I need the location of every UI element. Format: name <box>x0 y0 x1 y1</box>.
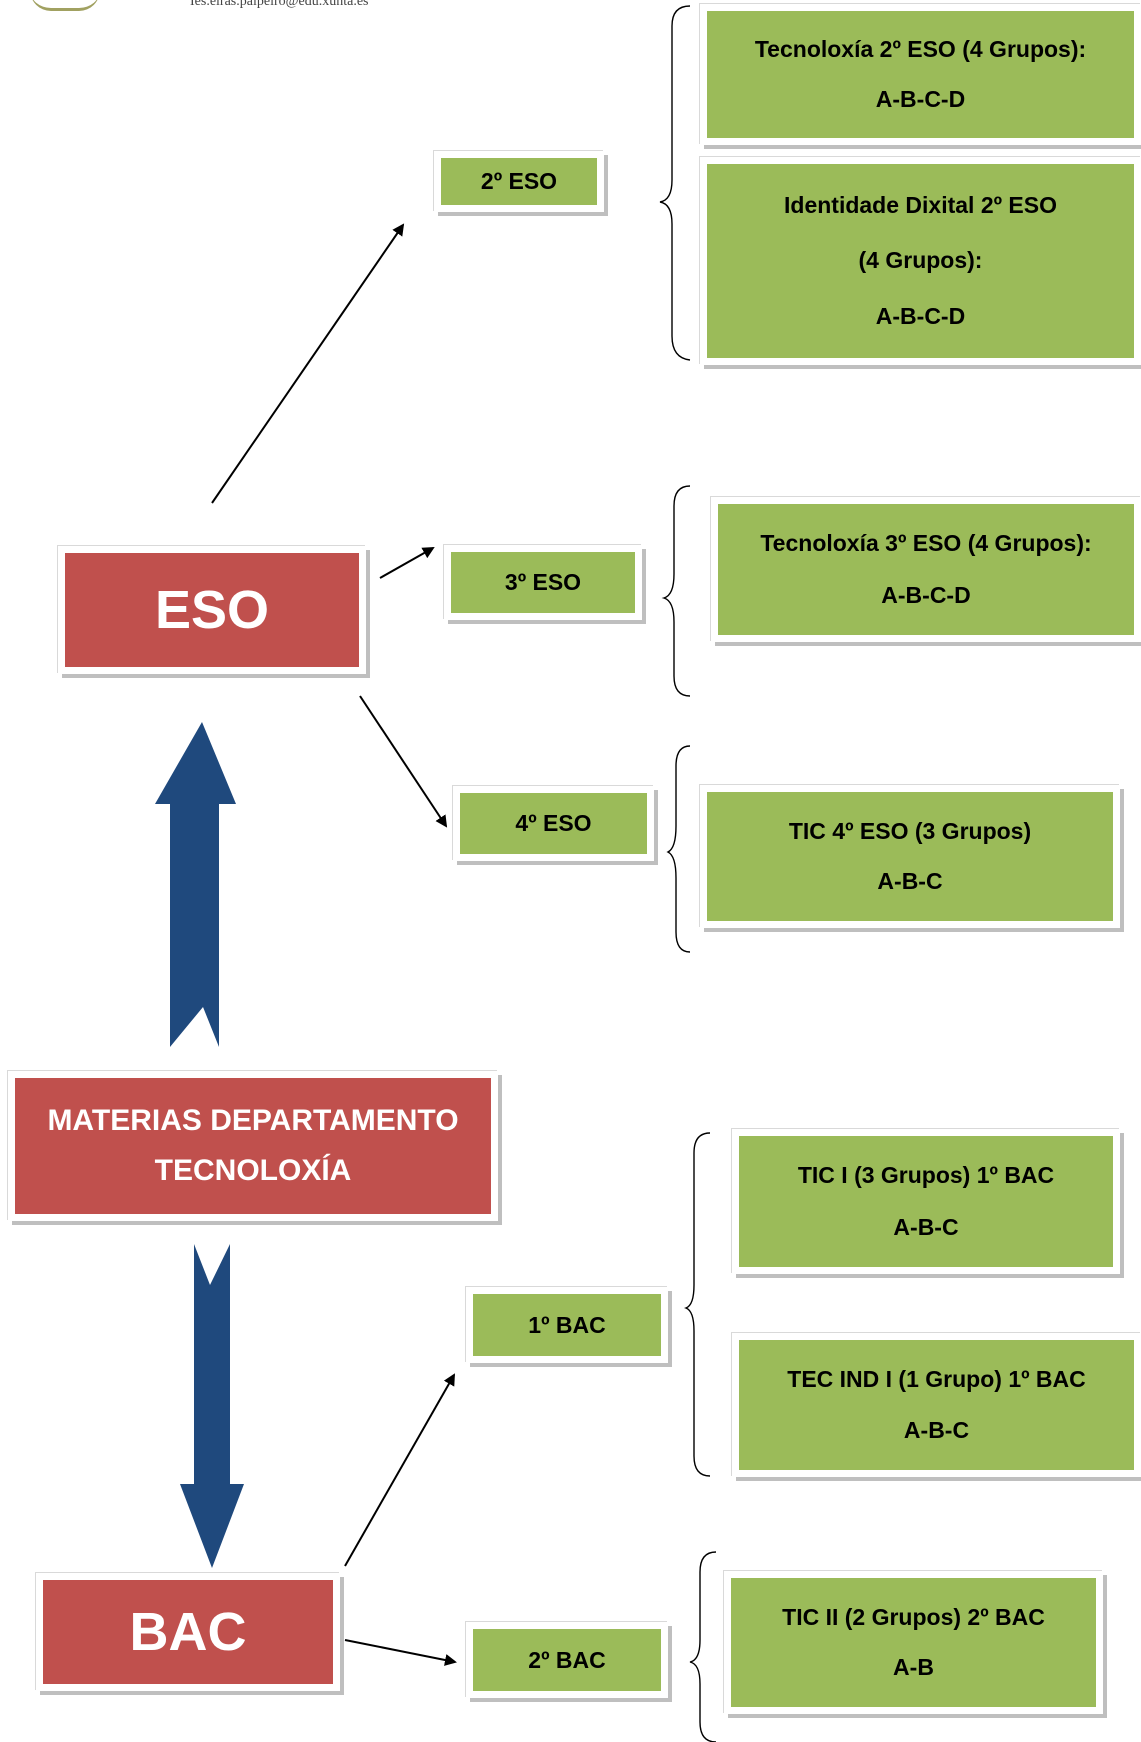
subject-line: TEC IND I (1 Grupo) 1º BAC <box>787 1366 1086 1392</box>
arrow-eso-to-4eso <box>359 695 448 828</box>
level-1bac: 1º BAC <box>466 1287 668 1363</box>
subject-line: A-B-C-D <box>875 302 966 329</box>
level-4eso: 4º ESO <box>453 786 654 861</box>
subject-tecnoloxia-2eso: Tecnoloxía 2º ESO (4 Grupos): A-B-C-D <box>700 4 1141 145</box>
subject-tic-4eso: TIC 4º ESO (3 Grupos) A-B-C <box>700 785 1120 928</box>
root-title-line-1: MATERIAS DEPARTAMENTO <box>47 1104 459 1137</box>
big-arrow-down <box>180 1244 244 1568</box>
level-2bac: 2º BAC <box>466 1622 668 1698</box>
level-2eso-label: 2º ESO <box>480 168 558 194</box>
subject-line: A-B-C <box>877 868 943 895</box>
subject-line: Tecnoloxía 3º ESO (4 Grupos): <box>760 530 1092 557</box>
school-logo <box>30 0 100 11</box>
root-box: MATERIAS DEPARTAMENTO TECNOLOXÍA <box>8 1071 498 1221</box>
subject-line: A-B-C-D <box>881 581 971 608</box>
arrow-bac-to-1bac <box>344 1373 455 1567</box>
brace-3eso <box>661 485 691 697</box>
level-3eso: 3º ESO <box>444 545 642 620</box>
subject-line: A-B <box>893 1654 934 1681</box>
brace-4eso <box>666 745 691 953</box>
bac-box: BAC <box>36 1573 340 1691</box>
page-header: Ies.eiras.paipeiro@edu.xunta.es <box>0 0 500 14</box>
header-contact: Ies.eiras.paipeiro@edu.xunta.es <box>190 0 369 9</box>
level-2bac-label: 2º BAC <box>528 1646 606 1673</box>
subject-line: TIC II (2 Grupos) 2º BAC <box>782 1603 1045 1630</box>
subject-tec-ind-i-1bac: TEC IND I (1 Grupo) 1º BAC A-B-C <box>732 1333 1141 1477</box>
arrow-bac-to-2bac <box>344 1639 457 1666</box>
level-1bac-label: 1º BAC <box>528 1311 606 1338</box>
subject-tic-i-1bac: TIC I (3 Grupos) 1º BAC A-B-C <box>732 1129 1120 1274</box>
bac-label: BAC <box>129 1602 247 1662</box>
arrow-eso-to-3eso <box>379 547 435 579</box>
subject-tic-ii-2bac: TIC II (2 Grupos) 2º BAC A-B <box>724 1571 1103 1714</box>
level-2eso: 2º ESO <box>434 151 604 212</box>
level-4eso-label: 4º ESO <box>515 810 592 836</box>
brace-2eso <box>659 5 691 361</box>
subject-line: A-B-C <box>893 1213 959 1240</box>
subject-line: Identidade Dixital 2º ESO <box>784 192 1057 219</box>
subject-line: A-B-C-D <box>875 85 966 112</box>
subject-tecnoloxia-3eso: Tecnoloxía 3º ESO (4 Grupos): A-B-C-D <box>711 497 1141 642</box>
brace-2bac <box>689 1551 717 1742</box>
subject-line: TIC I (3 Grupos) 1º BAC <box>797 1162 1055 1189</box>
subject-line: TIC 4º ESO (3 Grupos) <box>788 817 1032 844</box>
subject-line: (4 Grupos): <box>858 247 983 274</box>
big-arrow-up <box>155 722 236 1047</box>
eso-box: ESO <box>58 546 366 674</box>
subject-identidade-dixital-2eso: Identidade Dixital 2º ESO (4 Grupos): A-… <box>700 157 1141 365</box>
subject-line: A-B-C <box>903 1417 970 1443</box>
root-title-line-2: TECNOLOXÍA <box>154 1154 352 1187</box>
eso-label: ESO <box>154 580 270 640</box>
subject-line: Tecnoloxía 2º ESO (4 Grupos): <box>754 36 1087 63</box>
brace-1bac <box>684 1132 711 1477</box>
arrow-eso-to-2eso <box>211 223 405 504</box>
level-3eso-label: 3º ESO <box>504 569 582 595</box>
